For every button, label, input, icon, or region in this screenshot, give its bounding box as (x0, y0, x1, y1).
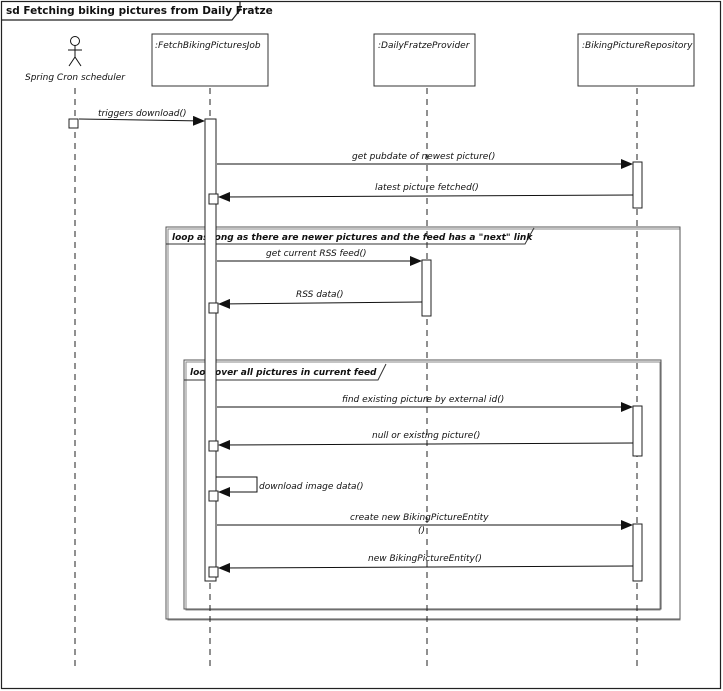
participant-biking-picture-repository: :BikingPictureRepository (577, 33, 695, 87)
participant-label: :FetchBikingPicturesJob (155, 41, 261, 51)
lifelines (74, 88, 638, 668)
mark-job-2 (208, 302, 219, 314)
participant-fetch-biking-pictures-job: :FetchBikingPicturesJob (151, 33, 269, 87)
activation-repository-2 (632, 405, 643, 457)
mark-scheduler (68, 118, 79, 129)
message-labels: triggers download() get pubdate of newes… (98, 109, 504, 564)
message-download-image-data (216, 476, 258, 497)
mark-job-3 (208, 440, 219, 452)
message-label: triggers download() (98, 109, 186, 119)
message-label: new BikingPictureEntity() (368, 554, 482, 564)
execution-marks (68, 118, 219, 578)
participant-label: :DailyFratzeProvider (378, 41, 471, 51)
mark-job-4 (208, 490, 219, 502)
message-label: create new BikingPictureEntity (350, 513, 489, 523)
message-label: get current RSS feed() (266, 249, 367, 259)
message-triggers-download (78, 115, 205, 126)
actor-spring-cron-scheduler: Spring Cron scheduler (25, 36, 126, 83)
loop-outer-label: loop as long as there are newer pictures… (172, 233, 533, 243)
message-label: latest picture fetched() (375, 183, 479, 193)
participant-label: :BikingPictureRepository (582, 41, 693, 51)
actor-label: Spring Cron scheduler (25, 73, 126, 83)
message-label-args: () (418, 526, 425, 536)
mark-job-5 (208, 566, 219, 578)
activation-repository-1 (632, 161, 643, 209)
mark-job-1 (208, 193, 219, 205)
message-label: get pubdate of newest picture() (352, 152, 495, 162)
activation-bars (204, 118, 643, 582)
activation-provider (421, 259, 432, 317)
message-new-entity (218, 562, 634, 573)
message-label: null or existing picture() (372, 431, 480, 441)
message-label: download image data() (259, 482, 364, 492)
loop-fragment-inner: loop over all pictures in current feed (183, 359, 662, 611)
participant-daily-fratze-provider: :DailyFratzeProvider (373, 33, 476, 87)
frame-title: sd Fetching biking pictures from Daily F… (6, 5, 273, 17)
activation-job (204, 118, 217, 582)
message-label: RSS data() (296, 290, 344, 300)
message-label: find existing picture by external id() (342, 395, 504, 405)
activation-repository-3 (632, 523, 643, 582)
loop-inner-label: loop over all pictures in current feed (190, 368, 377, 378)
message-null-or-existing (218, 439, 634, 450)
messages (78, 115, 634, 573)
loop-fragment-outer: loop as long as there are newer pictures… (165, 226, 681, 621)
message-rss-data (218, 298, 423, 309)
message-latest-picture-fetched (218, 191, 634, 202)
